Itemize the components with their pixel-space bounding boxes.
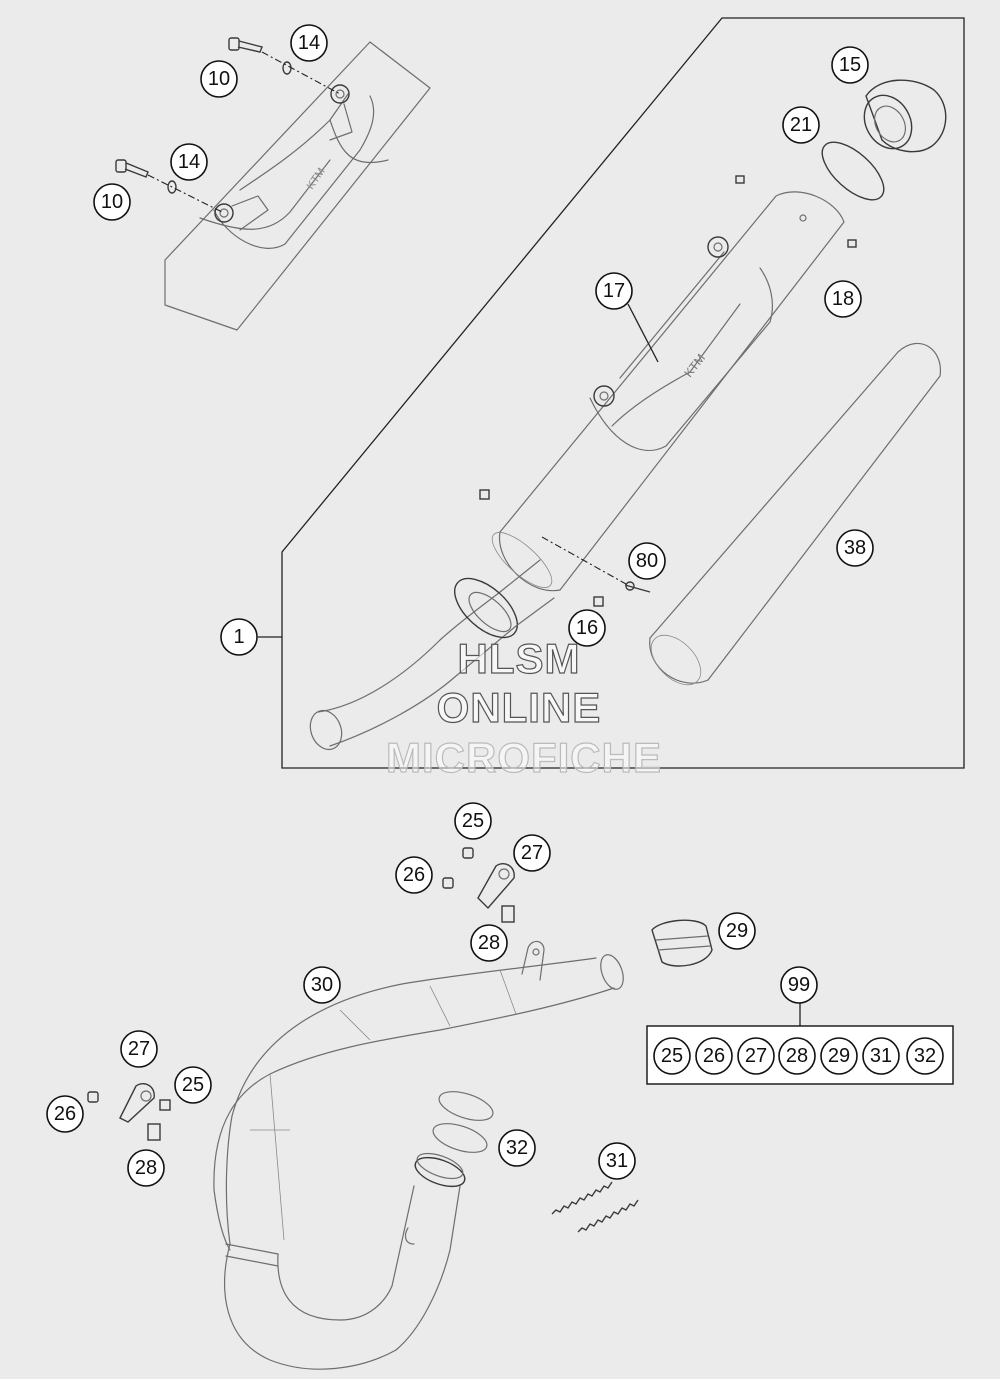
washer-14-lower	[167, 180, 177, 194]
svg-text:28: 28	[478, 932, 500, 954]
svg-text:16: 16	[576, 617, 598, 639]
callout-31: 31	[598, 1142, 636, 1180]
rubber-sleeve-29	[651, 919, 713, 967]
kit-item-32: 32	[906, 1037, 944, 1075]
svg-text:38: 38	[844, 537, 866, 559]
callout-18: 18	[824, 280, 862, 318]
watermark: HLSM ONLINE MICROFICHE	[385, 634, 662, 781]
svg-text:MICROFICHE: MICROFICHE	[386, 734, 662, 781]
o-ring-21	[821, 141, 885, 201]
kit-item-27: 27	[737, 1037, 775, 1075]
callout-27-lower: 27	[120, 1030, 158, 1068]
svg-text:27: 27	[128, 1038, 150, 1060]
svg-text:32: 32	[914, 1045, 936, 1067]
callout-27-upper: 27	[513, 834, 551, 872]
svg-text:21: 21	[790, 114, 812, 136]
callout-15: 15	[831, 46, 869, 84]
callout-26-lower: 26	[46, 1095, 84, 1133]
silencer-assembly-frame	[281, 17, 965, 769]
svg-text:31: 31	[870, 1045, 892, 1067]
rivet-16	[593, 596, 604, 607]
callout-16: 16	[568, 609, 606, 647]
svg-text:32: 32	[506, 1137, 528, 1159]
svg-text:28: 28	[786, 1045, 808, 1067]
rivet-18-top	[735, 175, 745, 184]
svg-text:10: 10	[101, 191, 123, 213]
svg-text:31: 31	[606, 1150, 628, 1172]
callout-30: 30	[303, 966, 341, 1004]
svg-text:29: 29	[726, 920, 748, 942]
callout-32: 32	[498, 1129, 536, 1167]
callout-38: 38	[836, 529, 874, 567]
kit-item-28: 28	[778, 1037, 816, 1075]
svg-text:26: 26	[54, 1103, 76, 1125]
kit-item-29: 29	[820, 1037, 858, 1075]
callout-28-lower: 28	[127, 1149, 165, 1187]
bolt-10-upper	[228, 37, 263, 53]
callout-10-lower: 10	[93, 183, 131, 221]
kit-item-26: 26	[695, 1037, 733, 1075]
callout-25-upper: 25	[454, 802, 492, 840]
svg-text:14: 14	[178, 151, 200, 173]
callout-26-upper: 26	[395, 856, 433, 894]
svg-text:HLSM: HLSM	[458, 635, 581, 682]
expansion-chamber-30	[213, 940, 624, 1370]
callout-14-lower: 14	[170, 143, 208, 181]
svg-text:10: 10	[208, 68, 230, 90]
callout-99: 99	[780, 966, 818, 1004]
callout-25-lower: 25	[174, 1066, 212, 1104]
svg-text:ONLINE: ONLINE	[437, 684, 602, 731]
end-cap-15	[863, 79, 947, 153]
callout-29: 29	[718, 912, 756, 950]
svg-text:1: 1	[233, 626, 244, 648]
svg-text:KTM: KTM	[681, 351, 708, 380]
spring-31-b	[577, 1199, 639, 1233]
svg-text:14: 14	[298, 32, 320, 54]
svg-text:30: 30	[311, 974, 333, 996]
svg-text:29: 29	[828, 1045, 850, 1067]
svg-text:KTM: KTM	[305, 166, 328, 192]
rivet-top	[479, 489, 490, 500]
spring-31-a	[551, 1181, 613, 1215]
svg-text:17: 17	[603, 280, 625, 302]
svg-text:25: 25	[182, 1074, 204, 1096]
silencer-packing-38	[649, 342, 941, 686]
svg-text:26: 26	[403, 864, 425, 886]
callout-17: 17	[595, 272, 633, 310]
callout-14-upper: 14	[290, 24, 328, 62]
silencer-inlet-pipe	[309, 559, 555, 751]
svg-text:27: 27	[521, 842, 543, 864]
rivet-18	[847, 239, 857, 248]
callout-80: 80	[628, 542, 666, 580]
o-ring-32-a	[438, 1091, 494, 1121]
callout-10-upper: 10	[200, 60, 238, 98]
o-ring-32-b	[432, 1123, 488, 1153]
callout-1: 1	[220, 618, 258, 656]
svg-text:25: 25	[661, 1045, 683, 1067]
silencer-body-17: KTM	[491, 191, 845, 592]
svg-text:18: 18	[832, 288, 854, 310]
svg-text:15: 15	[839, 54, 861, 76]
bracket-set-upper	[442, 847, 515, 923]
kit-item-31: 31	[862, 1037, 900, 1075]
svg-text:28: 28	[135, 1157, 157, 1179]
screw-80	[624, 581, 651, 593]
svg-text:25: 25	[462, 810, 484, 832]
bracket-set-lower	[87, 1082, 171, 1141]
svg-text:80: 80	[636, 550, 658, 572]
svg-text:26: 26	[703, 1045, 725, 1067]
bolt-10-lower	[115, 159, 149, 178]
svg-text:99: 99	[788, 974, 810, 996]
callout-21: 21	[782, 106, 820, 144]
callout-28-upper: 28	[470, 924, 508, 962]
kit-item-25: 25	[653, 1037, 691, 1075]
svg-text:27: 27	[745, 1045, 767, 1067]
